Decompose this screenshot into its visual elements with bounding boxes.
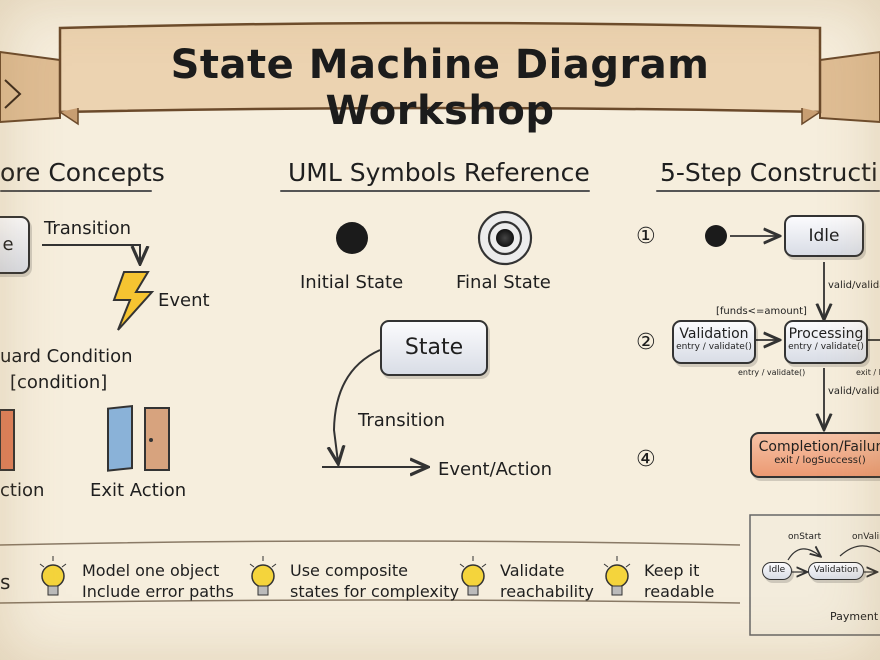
title-banner (0, 21, 880, 126)
mini-validation-state: Validation (808, 562, 864, 580)
core-state-label: e (2, 234, 14, 255)
step-exit-note: exit / lo (856, 368, 880, 377)
core-exit-label: Exit Action (90, 480, 187, 501)
step-entry-note: entry / validate() (738, 368, 806, 377)
step-valid-label-2: valid/valida (828, 386, 880, 397)
step-completion-state: Completion/Failur exit / logSuccess() (750, 432, 880, 478)
mini-idle-label: Idle (768, 565, 786, 575)
mini-onvalid-label: onValir (852, 532, 880, 542)
step-validation-entry: entry / validate() (676, 342, 752, 352)
tip-4-line-1: Keep it (644, 561, 700, 580)
core-state-box: e (0, 216, 30, 274)
core-concepts-graphics (0, 244, 170, 472)
uml-heading: UML Symbols Reference (288, 158, 590, 187)
tip-2-line-1: Use composite (290, 561, 408, 580)
mini-idle-state: Idle (762, 562, 792, 580)
uml-underline (280, 190, 590, 192)
core-guard-label: uard Condition (0, 346, 133, 367)
step-processing-state: Processing entry / validate() (784, 320, 868, 364)
tip-4-text: Keep it readable (644, 560, 714, 602)
final-state-label: Final State (456, 272, 551, 293)
entry-door-icon (0, 409, 15, 471)
step-2-marker: ② (636, 330, 656, 355)
step-validation-state: Validation entry / validate() (672, 320, 756, 364)
step-idle-state: Idle (784, 215, 864, 257)
core-guard-expr: [condition] (10, 372, 108, 393)
steps-heading: 5-Step Constructi (660, 158, 878, 187)
step-4-marker: ④ (636, 447, 656, 472)
step-completion-exit: exit / logSuccess() (774, 455, 866, 466)
final-state-icon (477, 210, 533, 266)
core-concepts-underline (0, 190, 152, 192)
mini-caption: Payment (830, 610, 879, 623)
step-valid-label-1: valid/valida (828, 280, 880, 291)
tip-3-line-1: Validate (500, 561, 565, 580)
step-1-marker: ① (636, 224, 656, 249)
tip-2-bulb-icon (249, 556, 277, 596)
tips-bar-graphics (0, 540, 741, 604)
page-title: State Machine Diagram Workshop (170, 42, 710, 134)
tip-1-line-2: Include error paths (82, 582, 234, 601)
tip-2-line-2: states for complexity (290, 582, 460, 601)
tips-heading: s (0, 570, 11, 594)
uml-state-label: State (404, 335, 464, 360)
uml-state-box: State (380, 320, 488, 376)
core-transition-label: Transition (44, 218, 132, 239)
initial-state-icon (336, 222, 368, 254)
step-guard-label: [funds<=amount] (716, 306, 807, 317)
tip-2-text: Use composite states for complexity (290, 560, 459, 602)
steps-underline (656, 190, 880, 192)
tip-3-bulb-icon (459, 556, 487, 596)
tip-3-line-2: reachability (500, 582, 594, 601)
mini-validation-label: Validation (813, 565, 859, 575)
exit-door-icon (107, 405, 170, 472)
mini-onstart-label: onStart (788, 532, 822, 542)
uml-graphics (322, 210, 533, 467)
tip-1-text: Model one object Include error paths (82, 560, 234, 602)
uml-event-action-label: Event/Action (438, 459, 553, 480)
step-idle-label: Idle (808, 226, 840, 246)
step-validation-label: Validation (679, 326, 749, 342)
event-bolt-icon (112, 271, 155, 331)
tip-1-line-1: Model one object (82, 561, 220, 580)
core-event-label: Event (158, 290, 210, 311)
core-concepts-heading: ore Concepts (0, 158, 165, 187)
initial-state-label: Initial State (300, 272, 404, 293)
core-entry-label: ction (0, 480, 45, 501)
tip-3-text: Validate reachability (500, 560, 594, 602)
tip-1-bulb-icon (39, 556, 67, 596)
tip-4-bulb-icon (603, 556, 631, 596)
step-processing-label: Processing (788, 326, 864, 342)
tip-4-line-2: readable (644, 582, 715, 601)
step-completion-label: Completion/Failur (758, 439, 880, 455)
uml-transition-label: Transition (358, 410, 446, 431)
step-processing-entry: entry / validate() (788, 342, 864, 352)
